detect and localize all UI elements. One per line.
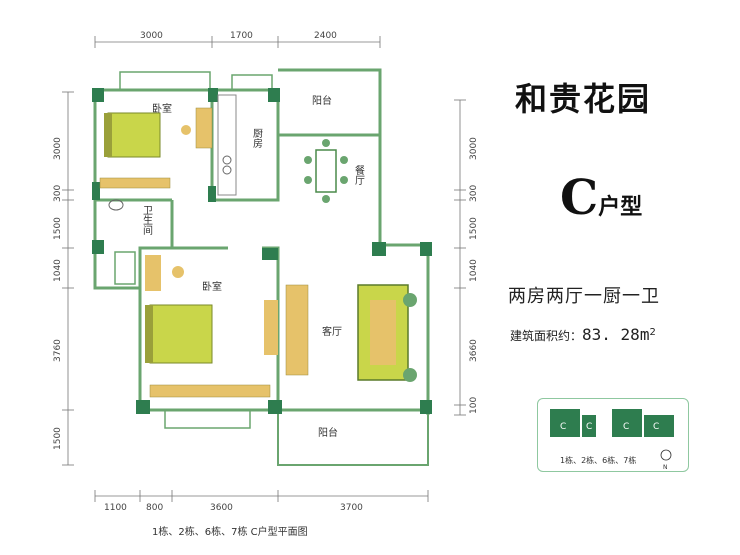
key-unit-1: C bbox=[560, 422, 566, 432]
dim-left-4: 1040 bbox=[53, 259, 63, 282]
room-balcony-top: 阳台 bbox=[312, 94, 332, 107]
dim-left-2: 300 bbox=[53, 185, 63, 202]
room-bedroom-top: 卧室 bbox=[152, 102, 172, 115]
unit-type-letter: C bbox=[560, 170, 599, 226]
unit-type: C户型 bbox=[560, 170, 642, 226]
unit-type-suffix: 户型 bbox=[598, 194, 643, 220]
dim-bottom-2: 800 bbox=[146, 503, 163, 513]
room-kitchen: 厨房 bbox=[251, 128, 263, 149]
key-plan: C C C C 1栋、2栋、6栋、7栋 N bbox=[537, 398, 689, 472]
dim-top-1: 3000 bbox=[140, 31, 163, 41]
dim-top-3: 2400 bbox=[314, 31, 337, 41]
floor-plan: 3000 1700 2400 1100 800 3600 3700 3000 3… bbox=[53, 31, 479, 513]
room-dining: 餐厅 bbox=[353, 164, 365, 185]
dim-left-5: 3760 bbox=[53, 339, 63, 362]
dim-right-2: 300 bbox=[469, 185, 479, 202]
dim-bottom-4: 3700 bbox=[340, 503, 363, 513]
north-icon: N bbox=[663, 464, 668, 471]
bathtub bbox=[114, 251, 136, 285]
dining-table bbox=[315, 149, 337, 193]
area-label: 建筑面积约： bbox=[510, 329, 583, 343]
bed-bottom bbox=[149, 304, 213, 364]
right-dimensions bbox=[454, 99, 466, 416]
key-plan-drawing: C C C C 1栋、2栋、6栋、7栋 N bbox=[550, 409, 674, 471]
dim-right-6: 100 bbox=[469, 397, 479, 414]
estate-name: 和贵花园 bbox=[515, 80, 652, 118]
key-unit-2: C bbox=[586, 422, 592, 432]
plan-caption: 1栋、2栋、6栋、7栋 C户型平面图 bbox=[152, 527, 308, 538]
furniture bbox=[99, 94, 417, 398]
dim-left-6: 1500 bbox=[53, 427, 63, 450]
left-dimensions bbox=[62, 91, 74, 466]
kitchen-counter bbox=[217, 94, 237, 196]
layout-description: 两房两厅一厨一卫 bbox=[508, 286, 660, 307]
area-value: 83. 28m bbox=[582, 325, 650, 344]
key-plan-label: 1栋、2栋、6栋、7栋 bbox=[560, 455, 636, 465]
dim-bottom-3: 3600 bbox=[210, 503, 233, 513]
room-bathroom: 卫生间 bbox=[141, 205, 153, 236]
top-dimensions bbox=[94, 36, 381, 48]
key-unit-3: C bbox=[623, 422, 629, 432]
dim-right-5: 3660 bbox=[469, 339, 479, 362]
area-sup: 2 bbox=[649, 327, 656, 338]
floor-area: 建筑面积约：83. 28m2 bbox=[510, 325, 656, 344]
room-living: 客厅 bbox=[322, 325, 342, 338]
dim-bottom-1: 1100 bbox=[104, 503, 127, 513]
dim-left-1: 3000 bbox=[53, 137, 63, 160]
dim-left-3: 1500 bbox=[53, 217, 63, 240]
dim-right-3: 1500 bbox=[469, 217, 479, 240]
dim-top-2: 1700 bbox=[230, 31, 253, 41]
dim-right-4: 1040 bbox=[469, 259, 479, 282]
bed-top bbox=[107, 112, 161, 158]
room-bedroom-bottom: 卧室 bbox=[202, 280, 222, 293]
bottom-dimensions bbox=[94, 490, 429, 502]
key-unit-4: C bbox=[653, 422, 659, 432]
room-balcony-bottom: 阳台 bbox=[318, 426, 338, 439]
wall-columns bbox=[92, 88, 432, 414]
dim-right-1: 3000 bbox=[469, 137, 479, 160]
